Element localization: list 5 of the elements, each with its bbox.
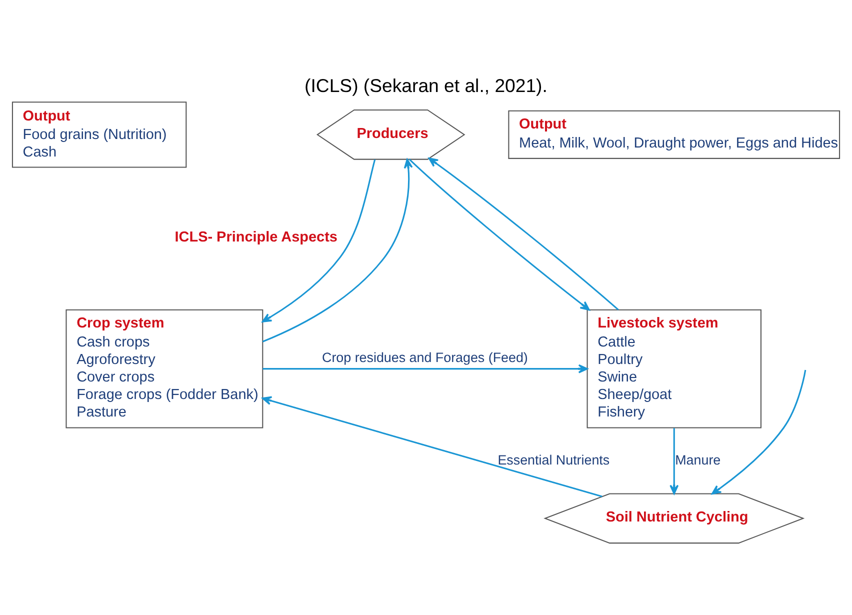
label: ICLS- Principle Aspects [174,228,338,245]
edge-label: Crop residues and Forages (Feed) [322,349,528,364]
edge-label: Essential Nutrients [498,452,610,467]
edge-label: Manure [675,452,721,467]
caption: (ICLS) (Sekaran et al., 2021). [304,74,548,96]
